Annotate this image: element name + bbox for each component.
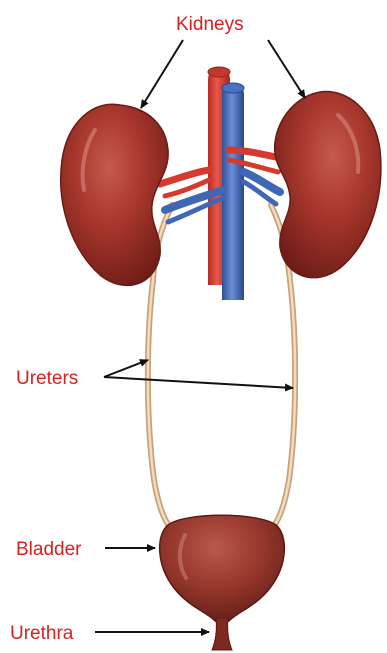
urethra-label: Urethra — [10, 623, 74, 644]
bladder-group — [160, 515, 285, 650]
ureters-pointer-left — [104, 360, 148, 377]
urethra — [212, 618, 232, 650]
ureters-label: Ureters — [16, 368, 78, 389]
bladder-label: Bladder — [16, 539, 82, 560]
bladder — [160, 515, 285, 623]
vena-cava-opening — [222, 83, 244, 93]
kidneys-label: Kidneys — [176, 14, 244, 35]
aorta-opening — [208, 67, 230, 77]
right-renal-vein — [244, 172, 280, 192]
kidneys-pointer-left — [141, 40, 183, 108]
kidneys-pointer-right — [268, 40, 305, 98]
ureters-pointer-right — [104, 377, 293, 388]
right-kidney — [275, 92, 381, 278]
blood-vessels — [160, 67, 280, 300]
left-kidney — [61, 104, 168, 285]
